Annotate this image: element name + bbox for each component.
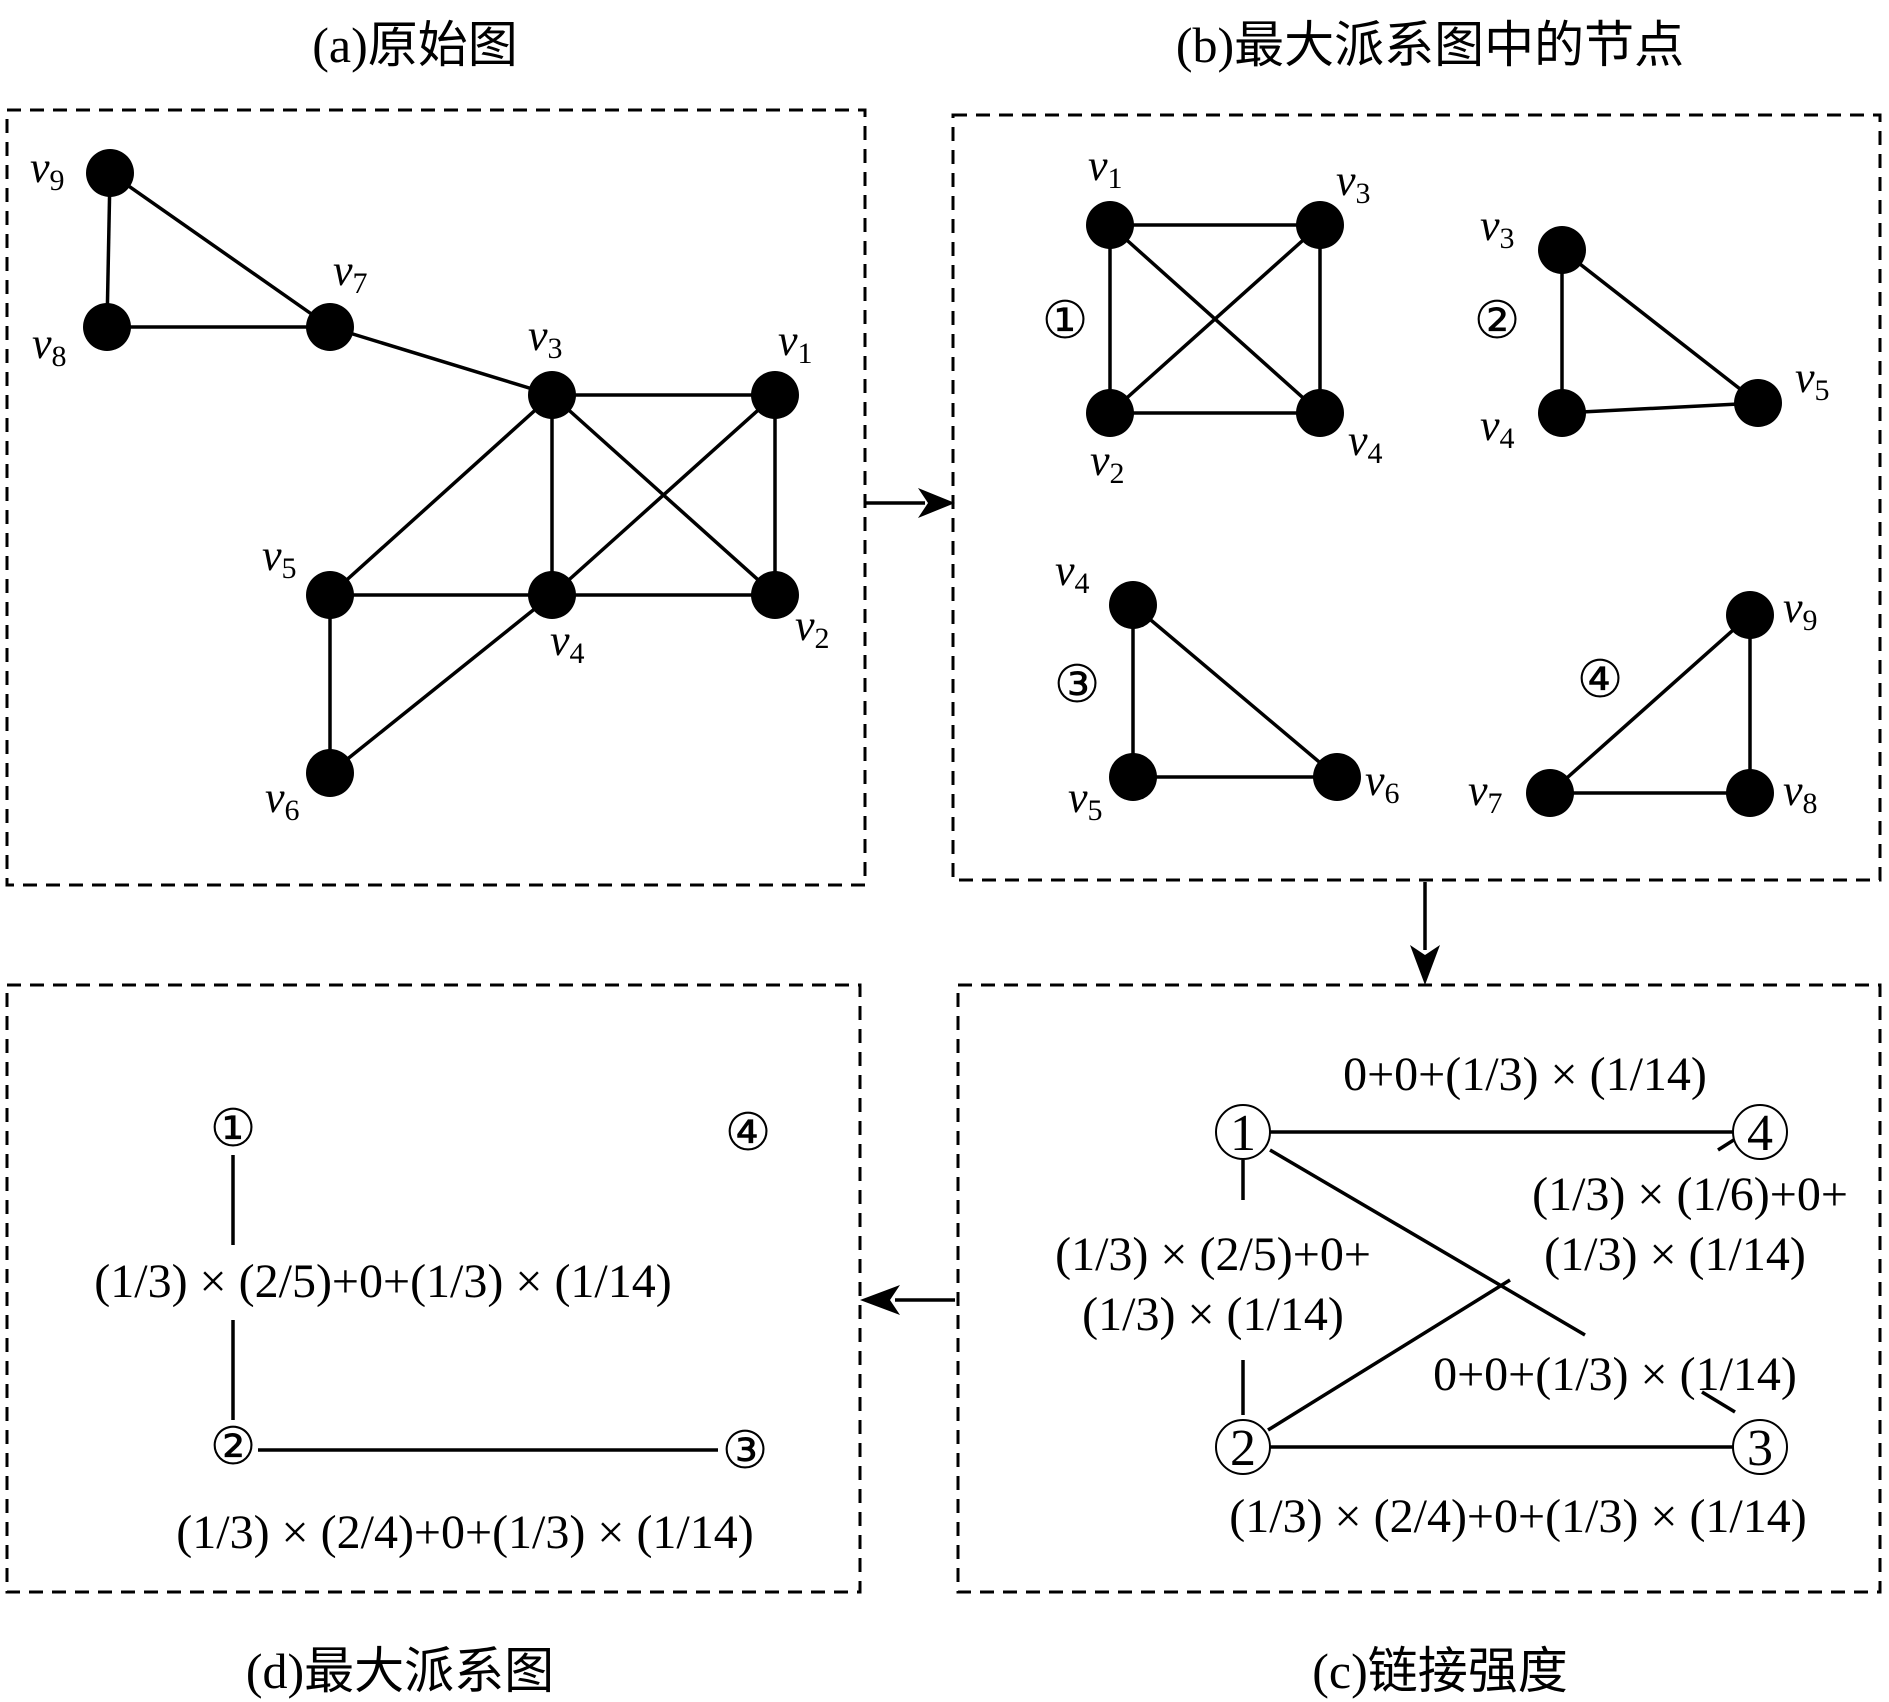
panel-d-frame <box>5 983 862 1594</box>
formula-c-2-4-line2: (1/3) × (1/14) <box>1544 1228 1806 1281</box>
caption-d: (d)最大派系图 <box>246 1643 554 1699</box>
node-v5 <box>306 571 354 619</box>
label-b2-v5: v5 <box>1795 353 1830 407</box>
label-b2-v3: v3 <box>1480 201 1515 255</box>
formula-c-2-4-line1: (1/3) × (1/6)+0+ <box>1532 1168 1848 1221</box>
node-b2-v5 <box>1734 379 1782 427</box>
node-b4-v9 <box>1726 591 1774 639</box>
node-v7 <box>306 303 354 351</box>
edge-v1-v4 <box>550 393 777 597</box>
node-v9 <box>86 149 134 197</box>
marker-d-3: ③ <box>722 1423 769 1480</box>
panel-b-frame <box>951 113 1882 882</box>
clique-4: ④ v9 v7 v8 <box>1468 583 1818 820</box>
label-v6: v6 <box>265 773 300 827</box>
edge-c-1-3-upper <box>1269 1148 1586 1337</box>
node-v6 <box>306 749 354 797</box>
label-b-v3: v3 <box>1336 156 1371 210</box>
node-b3-v5 <box>1109 753 1157 801</box>
label-v3: v3 <box>528 311 563 365</box>
edge-v7-v3 <box>329 325 553 397</box>
label-v9: v9 <box>30 143 65 197</box>
marker-c-4 <box>1732 1104 1788 1160</box>
clique-marker-1: ① <box>1042 293 1089 350</box>
clique-3: ③ v4 v5 v6 <box>1054 546 1400 827</box>
node-v1 <box>751 371 799 419</box>
node-b-v1 <box>1086 201 1134 249</box>
label-b3-v6: v6 <box>1365 756 1400 810</box>
node-b-v3 <box>1296 201 1344 249</box>
node-b-v2 <box>1086 389 1134 437</box>
node-v4 <box>528 571 576 619</box>
marker-d-2: ② <box>210 1419 257 1476</box>
arrow-b-to-c <box>1410 882 1440 985</box>
clique-marker-4: ④ <box>1577 652 1624 709</box>
clique-1: ① v1 v3 v2 v4 <box>1042 141 1383 490</box>
panel-c-frame <box>956 983 1882 1594</box>
panel-d-graph: ① ④ ② ③ (1/3) × (2/5)+0+(1/3) × (1/14) (… <box>94 1101 771 1559</box>
clique-2: ② v3 v4 v5 <box>1474 201 1830 455</box>
label-b4-v9: v9 <box>1783 583 1818 637</box>
label-b4-v8: v8 <box>1783 766 1818 820</box>
formula-c-1-4: 0+0+(1/3) × (1/14) <box>1343 1048 1707 1101</box>
label-v7: v7 <box>333 246 368 300</box>
label-b4-v7: v7 <box>1468 766 1503 820</box>
label-v1: v1 <box>778 316 813 370</box>
node-b-v4 <box>1296 389 1344 437</box>
label-b3-v5: v5 <box>1068 773 1103 827</box>
marker-c-2-num: 2 <box>1230 1420 1256 1477</box>
marker-c-1 <box>1215 1104 1271 1160</box>
clique-marker-3: ③ <box>1054 657 1101 714</box>
formula-d-1-2: (1/3) × (2/5)+0+(1/3) × (1/14) <box>94 1255 672 1308</box>
marker-c-4-num: 4 <box>1747 1105 1773 1162</box>
node-v3 <box>528 371 576 419</box>
marker-d-1: ① <box>210 1101 257 1158</box>
clique-marker-2: ② <box>1474 293 1521 350</box>
edge-v4-v6 <box>328 593 554 775</box>
label-b-v2: v2 <box>1090 436 1125 490</box>
node-b4-v8 <box>1726 769 1774 817</box>
node-b3-v4 <box>1109 581 1157 629</box>
node-b2-v4 <box>1538 389 1586 437</box>
label-b-v1: v1 <box>1088 141 1123 195</box>
edge-v9-v7 <box>108 171 332 329</box>
panel-c-graph: 1 4 2 3 0+0+(1/3) × (1/14) (1/3) × (1/6)… <box>1055 1048 1848 1543</box>
node-v2 <box>751 571 799 619</box>
edge-c-2-4-lower <box>1267 1278 1511 1432</box>
marker-c-3 <box>1732 1419 1788 1475</box>
arrow-a-to-b <box>865 488 955 518</box>
caption-c: (c)链接强度 <box>1312 1643 1568 1699</box>
formula-c-1-3: 0+0+(1/3) × (1/14) <box>1433 1348 1797 1401</box>
caption-a: (a)原始图 <box>312 17 518 73</box>
formula-c-2-3: (1/3) × (2/4)+0+(1/3) × (1/14) <box>1229 1490 1807 1543</box>
panel-a-frame <box>5 108 867 887</box>
formula-c-1-2-line1: (1/3) × (2/5)+0+ <box>1055 1228 1371 1281</box>
node-v8 <box>83 303 131 351</box>
marker-d-4: ④ <box>725 1105 772 1162</box>
label-b3-v4: v4 <box>1055 546 1090 600</box>
edge-v3-v5 <box>328 393 554 597</box>
formula-c-1-2-line2: (1/3) × (1/14) <box>1082 1288 1344 1341</box>
caption-b: (b)最大派系图中的节点 <box>1176 17 1684 73</box>
arrow-c-to-d <box>860 1285 955 1315</box>
label-b2-v4: v4 <box>1480 401 1515 455</box>
label-v8: v8 <box>32 319 67 373</box>
panel-a-graph: v9 v8 v7 v3 v1 v5 v4 v2 v6 <box>30 143 830 827</box>
marker-c-3-num: 3 <box>1747 1420 1773 1477</box>
node-b4-v7 <box>1526 769 1574 817</box>
label-v4: v4 <box>550 616 585 670</box>
marker-c-1-num: 1 <box>1230 1105 1256 1162</box>
edge-c-1-3-lower <box>1701 1390 1736 1414</box>
node-b2-v3 <box>1538 226 1586 274</box>
formula-d-2-3: (1/3) × (2/4)+0+(1/3) × (1/14) <box>176 1506 754 1559</box>
label-v2: v2 <box>795 601 830 655</box>
node-b3-v6 <box>1313 753 1361 801</box>
label-v5: v5 <box>262 531 297 585</box>
edge-v9-v8 <box>105 172 112 328</box>
marker-c-2 <box>1215 1419 1271 1475</box>
label-b-v4: v4 <box>1348 416 1383 470</box>
